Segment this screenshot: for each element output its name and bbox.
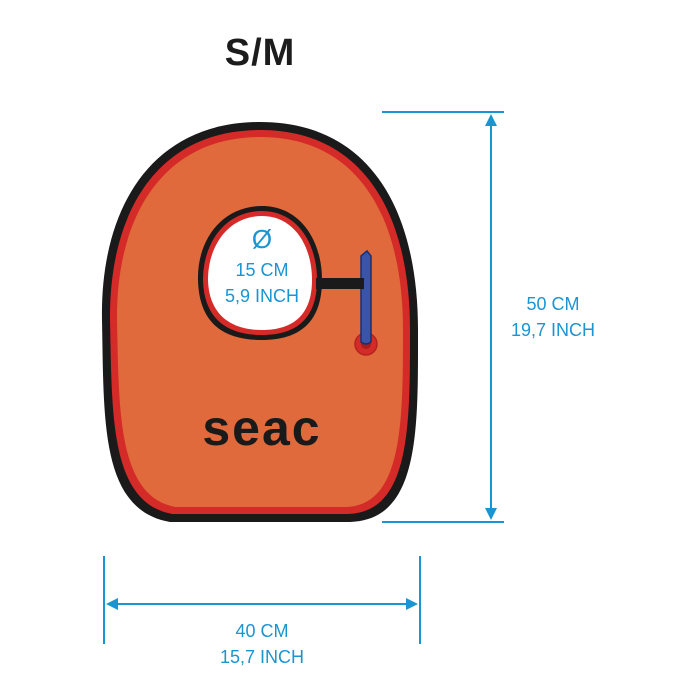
width-dimension bbox=[103, 556, 421, 644]
brand-logo: seac bbox=[202, 400, 322, 456]
height-cm: 50 CM bbox=[526, 294, 580, 314]
width-inch: 15,7 INCH bbox=[219, 647, 305, 667]
width-cm: 40 CM bbox=[235, 621, 289, 641]
height-inch: 19,7 INCH bbox=[510, 320, 596, 340]
head-opening bbox=[208, 216, 312, 330]
size-label: S/M bbox=[224, 32, 296, 74]
height-dimension bbox=[382, 111, 504, 523]
inflation-tube bbox=[360, 249, 372, 345]
opening-diameter-cm: 15 CM bbox=[235, 260, 289, 280]
strap bbox=[316, 278, 364, 289]
strap-over-tube bbox=[354, 278, 364, 289]
opening-diameter-inch: 5,9 INCH bbox=[224, 286, 300, 306]
opening-diameter-symbol: Ø bbox=[251, 224, 273, 254]
